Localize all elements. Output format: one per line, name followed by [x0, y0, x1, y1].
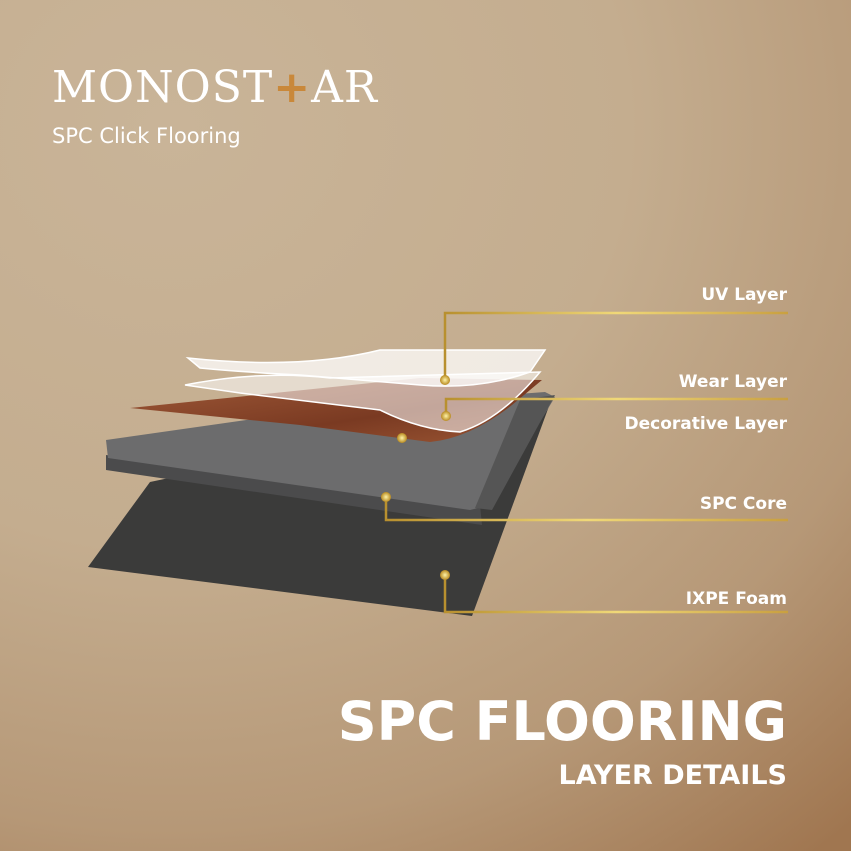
uv-layer-label: UV Layer: [701, 285, 787, 305]
spc-core-side: [106, 455, 482, 525]
uv-callout-line: [443, 311, 788, 380]
logo-text-part: AR: [311, 62, 378, 113]
ixpe-foam-label: IXPE Foam: [685, 589, 787, 609]
logo-plus-mark: +: [273, 62, 312, 113]
wear-callout-dot: [441, 411, 451, 421]
sub-heading: LAYER DETAILS: [558, 760, 787, 791]
uv-callout-dot: [440, 375, 450, 385]
wear-layer: [184, 371, 542, 433]
decorative-callout-dot: [397, 433, 407, 443]
spc-core-callout-line: [384, 497, 788, 522]
brand-logo: MONOST+AR: [52, 62, 378, 113]
spc-core-edge: [475, 395, 555, 510]
wear-callout-line: [444, 397, 788, 416]
logo-text-part: MONOST: [52, 62, 274, 113]
brand-tagline: SPC Click Flooring: [52, 124, 241, 148]
main-heading: SPC FLOORING: [337, 690, 787, 753]
ixpe-callout-line: [443, 575, 788, 614]
spc-core-callout-dot: [381, 492, 391, 502]
decorative-layer-label: Decorative Layer: [624, 414, 787, 434]
wear-layer-label: Wear Layer: [678, 372, 787, 392]
uv-layer: [185, 349, 547, 387]
ixpe-callout-dot: [440, 570, 450, 580]
spc-core-label: SPC Core: [699, 494, 787, 514]
